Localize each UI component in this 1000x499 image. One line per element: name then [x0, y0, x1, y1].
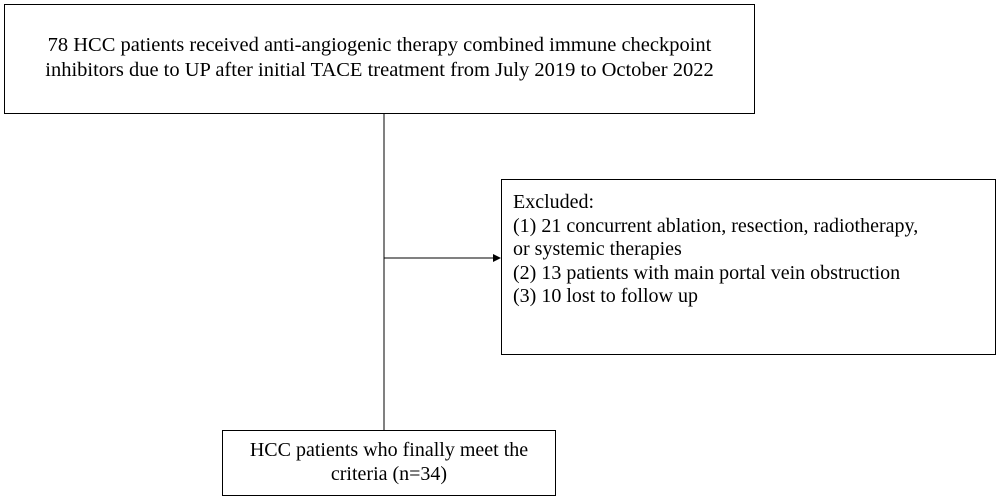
exclusion-item-3: (3) 10 lost to follow up	[513, 285, 698, 307]
enrollment-box: 78 HCC patients received anti-angiogenic…	[4, 4, 755, 114]
enrollment-text: 78 HCC patients received anti-angiogenic…	[45, 34, 714, 81]
exclusion-box: Excluded: (1) 21 concurrent ablation, re…	[501, 179, 996, 355]
exclusion-item-2: (2) 13 patients with main portal vein ob…	[513, 261, 901, 284]
exclusion-item-1: (1) 21 concurrent ablation, resection, r…	[513, 214, 919, 237]
exclusion-heading: Excluded:	[513, 191, 595, 213]
exclusion-item-1-continued: or systemic therapies	[513, 238, 682, 260]
final-cohort-text: HCC patients who finally meet the criter…	[249, 439, 529, 485]
final-cohort-box: HCC patients who finally meet the criter…	[222, 430, 556, 496]
